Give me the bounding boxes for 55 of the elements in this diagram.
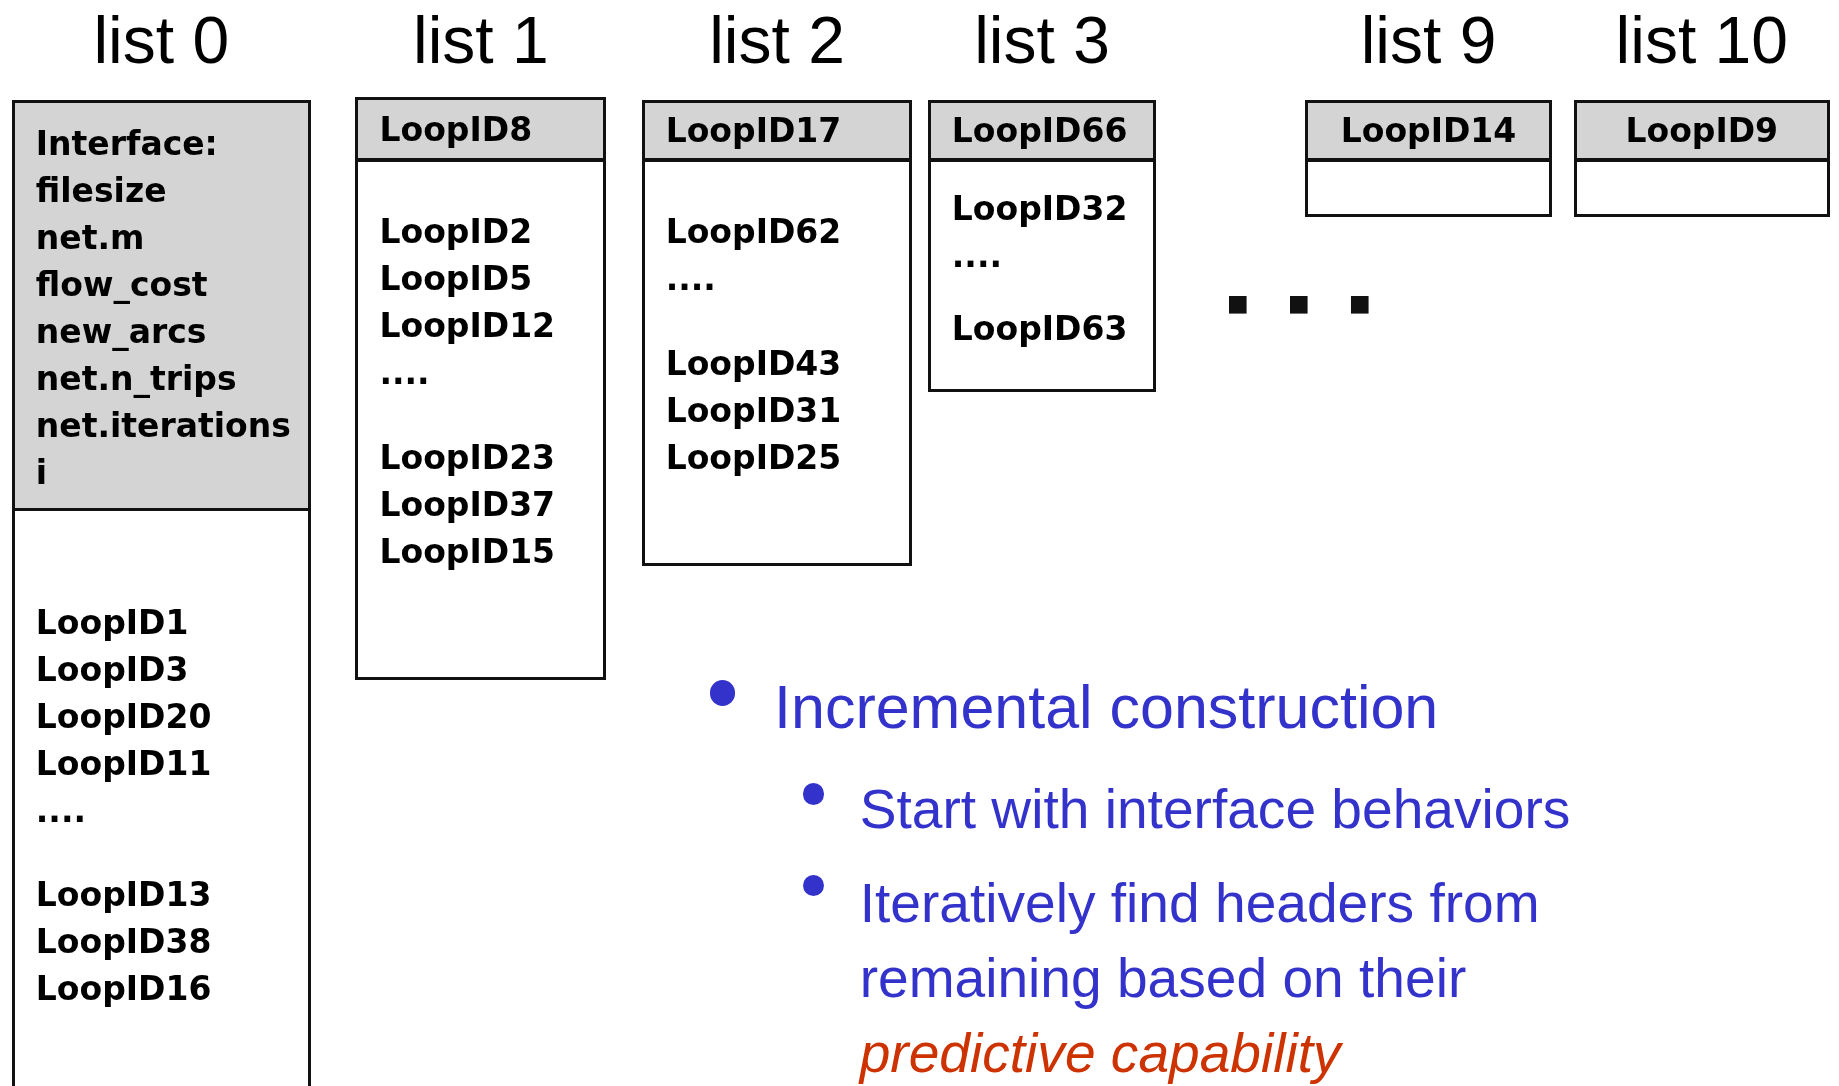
list-entry: LoopID31 (665, 389, 842, 432)
list-entry: flow_cost (35, 264, 208, 307)
list-entry: Interface: (35, 123, 218, 166)
list-entry: i (35, 452, 48, 495)
list-entry: LoopID14 (1340, 110, 1517, 153)
list-entry: LoopID15 (379, 530, 556, 573)
list-body (641, 158, 913, 567)
bullet-text: Start with interface behaviors (859, 777, 1571, 843)
header-compartment (927, 99, 1157, 162)
list-title: list 0 (93, 4, 230, 75)
list-title: list 1 (413, 4, 549, 75)
list-title: list 2 (709, 4, 845, 75)
list-entry: LoopID32 (951, 187, 1128, 230)
list-entry: .... (665, 258, 716, 301)
list-entry: LoopID62 (665, 211, 842, 254)
list-entry: LoopID2 (379, 211, 533, 254)
list-title: list 9 (1360, 4, 1497, 75)
list-entry: LoopID66 (951, 110, 1128, 153)
list-entry: LoopID3 (35, 648, 189, 691)
list-body (355, 158, 607, 681)
list-entry: LoopID12 (379, 305, 556, 348)
list-entry: LoopID63 (951, 307, 1128, 350)
list-entry: LoopID37 (379, 483, 556, 526)
list-entry: LoopID13 (35, 874, 212, 917)
list-entry: LoopID25 (665, 436, 842, 479)
list-entry: LoopID16 (35, 968, 212, 1011)
list-entry: LoopID9 (1625, 110, 1779, 153)
header-compartment (1305, 99, 1552, 162)
list-entry: net.n_trips (35, 358, 237, 401)
header-compartment (355, 97, 607, 162)
list-entry: .... (379, 352, 430, 395)
list-entry: LoopID1 (35, 601, 189, 644)
empty-compartment (1305, 158, 1552, 217)
list-entry: LoopID20 (35, 695, 212, 738)
list-entry: LoopID43 (665, 342, 842, 385)
list-title: list 3 (974, 4, 1110, 75)
list-entry: LoopID38 (35, 921, 212, 964)
list-entry: net.iterations (35, 405, 291, 448)
list-entry: .... (951, 234, 1002, 277)
list-entry: .... (35, 789, 86, 832)
list-entry: LoopID5 (379, 258, 533, 301)
bullet-text: Iteratively find headers from remaining based on their predictive capability (859, 870, 1541, 1086)
list-entry: net.m (35, 217, 145, 260)
list-entry: filesize (35, 170, 167, 213)
header-compartment (641, 99, 913, 162)
bullet-text: Incremental construction (774, 672, 1439, 743)
list-entry: new_arcs (35, 311, 207, 354)
empty-compartment (1573, 158, 1830, 217)
header-compartment (1573, 99, 1830, 162)
list-entry: LoopID8 (379, 109, 533, 152)
list-body (927, 158, 1157, 392)
list-entry: LoopID23 (379, 436, 556, 479)
list-title: list 10 (1615, 4, 1788, 75)
list-entry: LoopID11 (35, 742, 212, 785)
list-entry: LoopID17 (665, 110, 842, 153)
